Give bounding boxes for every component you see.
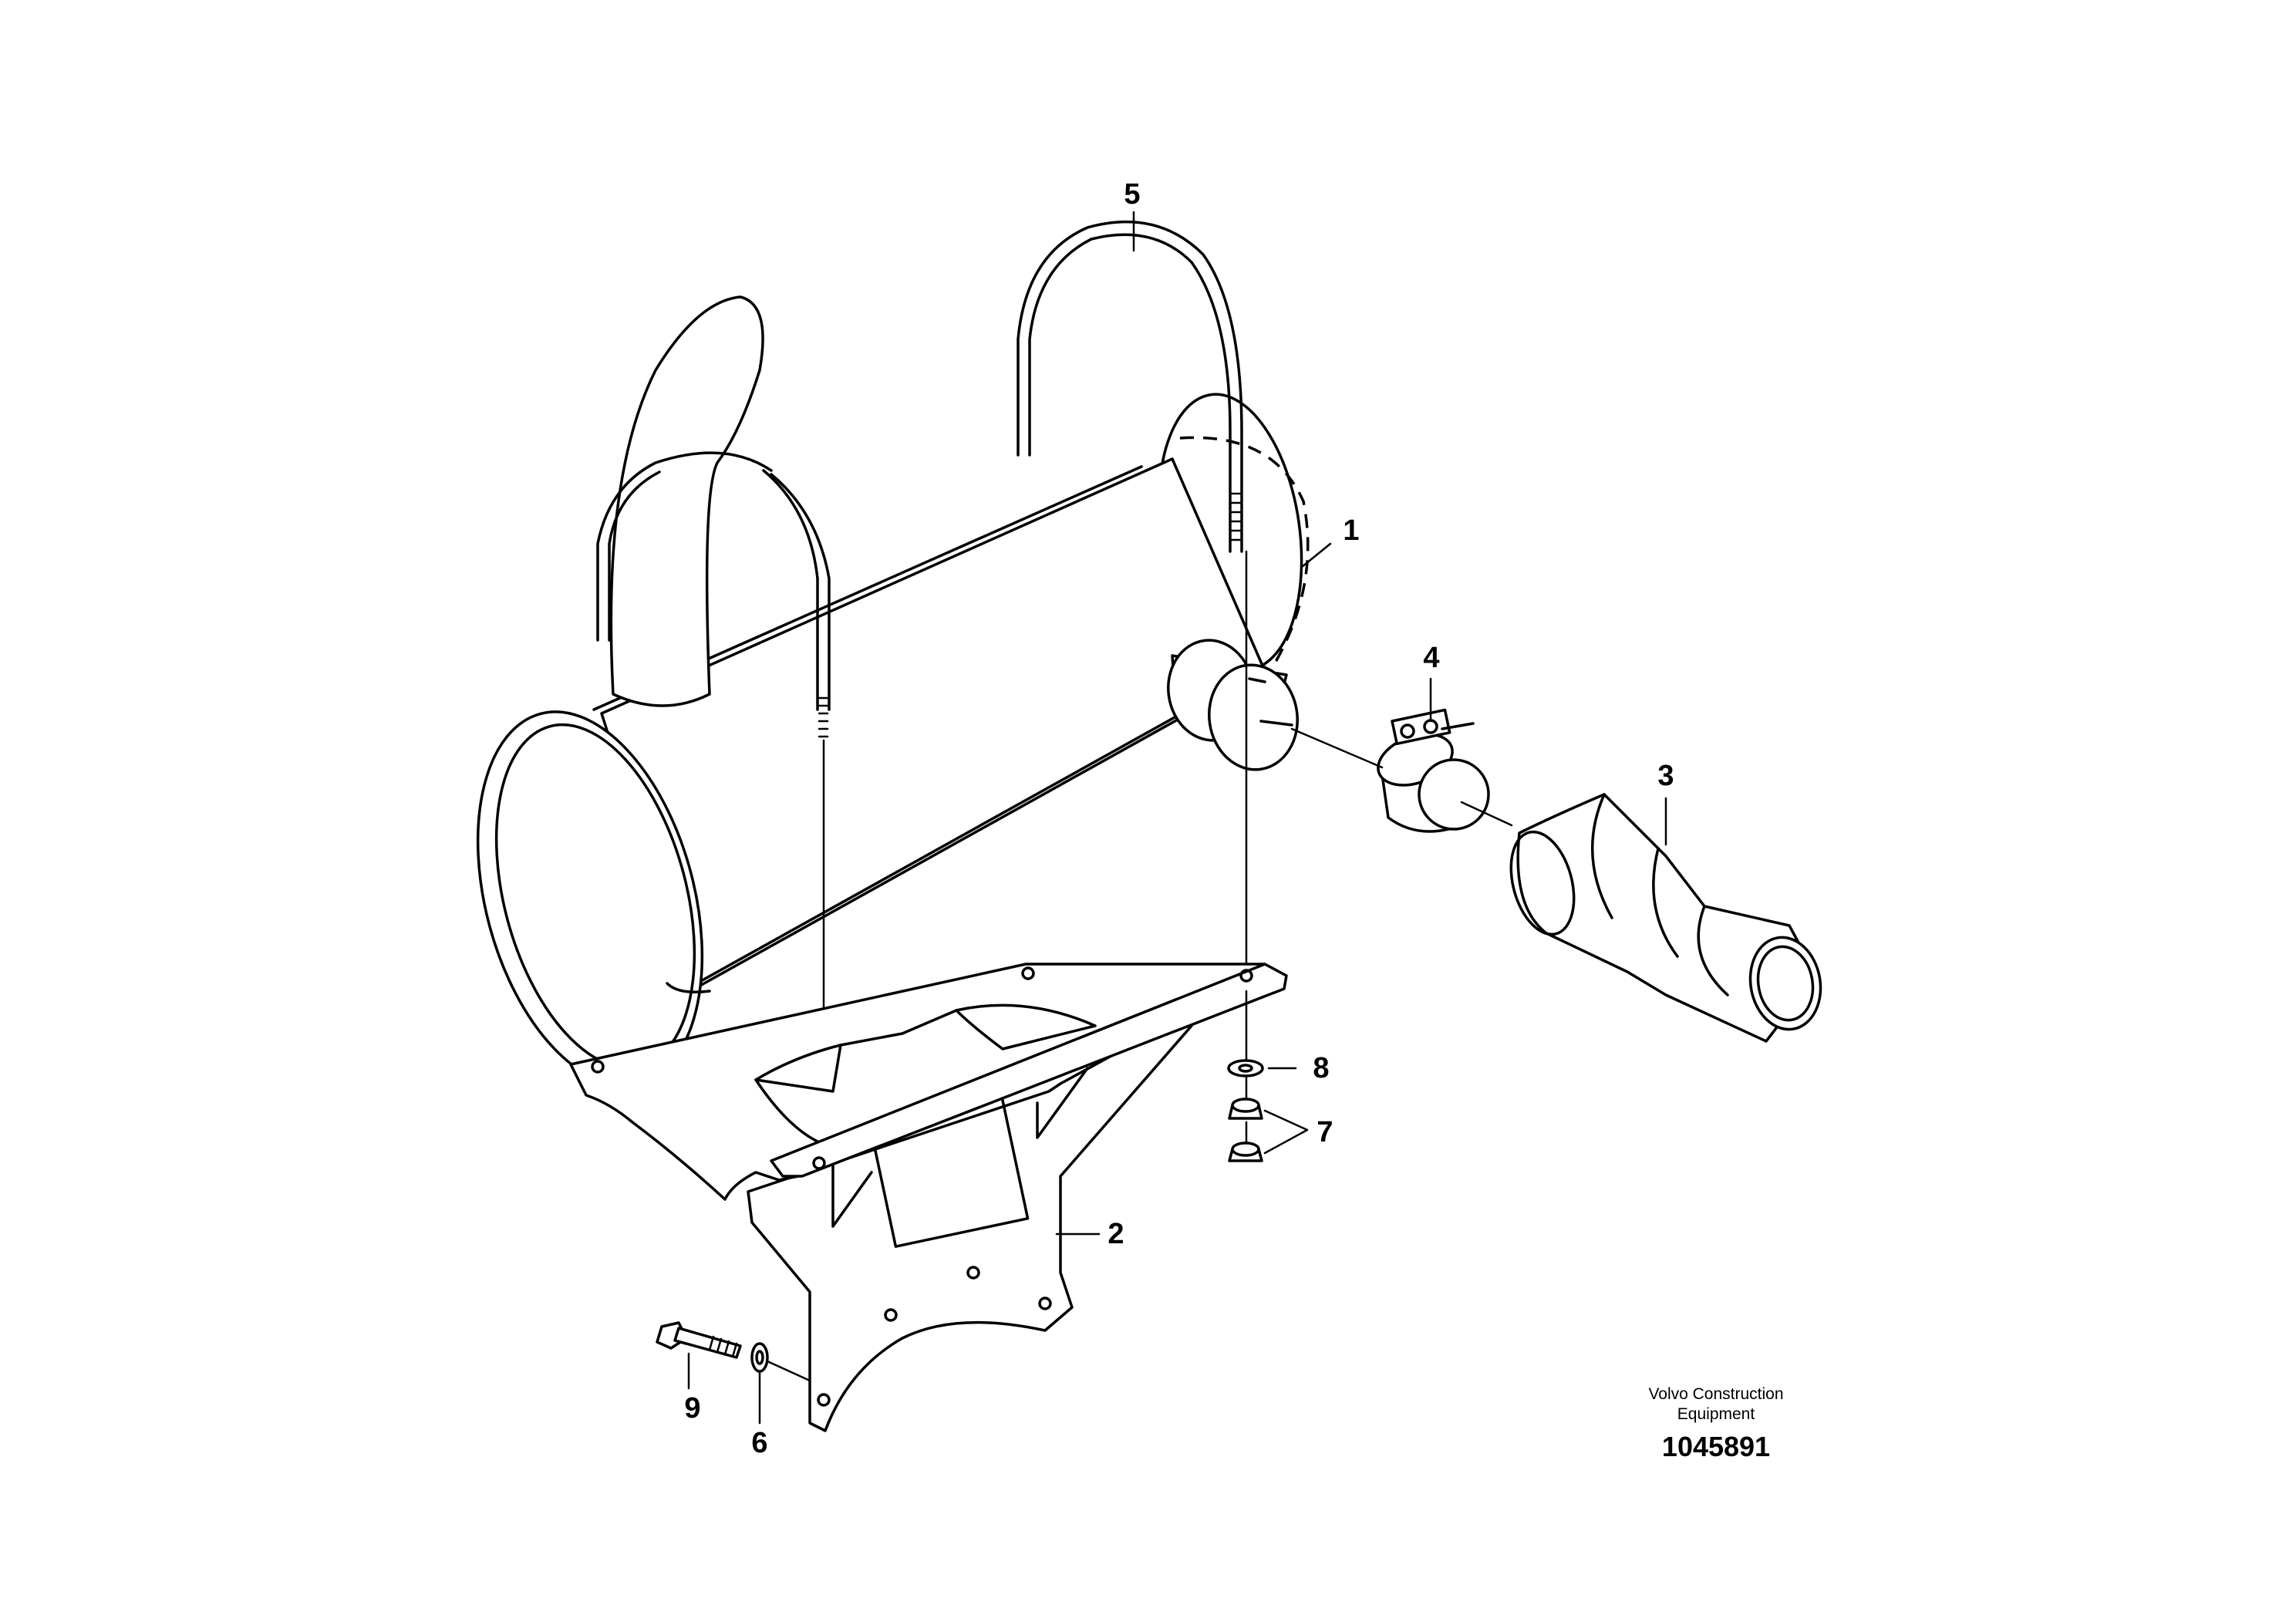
callout-3: 3: [1657, 760, 1674, 792]
callout-6: 6: [751, 1427, 767, 1459]
caption-line-2: Equipment: [1677, 1405, 1755, 1423]
callout-2: 2: [1108, 1218, 1124, 1250]
callout-1: 1: [1343, 514, 1359, 547]
part-exhaust-pipe: [1509, 793, 1822, 1043]
callout-8: 8: [1313, 1052, 1329, 1084]
part-band-clamp: [1377, 677, 1490, 833]
document-number: 1045891: [1662, 1431, 1770, 1462]
callout-4: 4: [1423, 642, 1439, 674]
callout-9: 9: [684, 1392, 700, 1425]
leader-1: [1300, 542, 1332, 568]
part-washer-nuts: [1227, 990, 1309, 1162]
callout-5: 5: [1124, 178, 1140, 211]
part-muffler: [476, 295, 1310, 1087]
caption-line-1: Volvo Construction: [1648, 1385, 1783, 1403]
part-bracket: [569, 963, 1288, 1432]
part-bolt-washer: [656, 1321, 811, 1425]
callout-7: 7: [1317, 1116, 1333, 1148]
